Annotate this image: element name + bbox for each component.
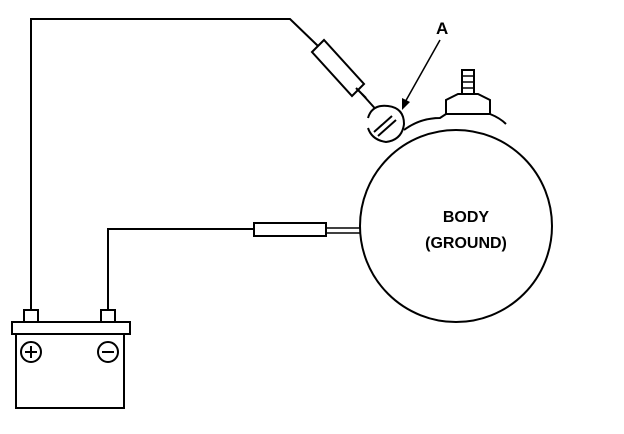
ground-test-lead	[253, 222, 360, 237]
ground-wire	[107, 228, 254, 318]
positive-wire	[30, 18, 319, 318]
body-label-line2: (GROUND)	[425, 235, 507, 252]
callout-a: A	[402, 19, 448, 110]
terminal-a	[367, 104, 406, 144]
motor-body	[359, 129, 553, 323]
body-label-line1: BODY	[443, 209, 490, 226]
battery-icon	[11, 309, 131, 409]
callout-a-label: A	[436, 19, 448, 38]
motor-stud	[445, 69, 491, 114]
positive-test-lead	[310, 38, 381, 115]
motor-flange	[403, 113, 507, 131]
